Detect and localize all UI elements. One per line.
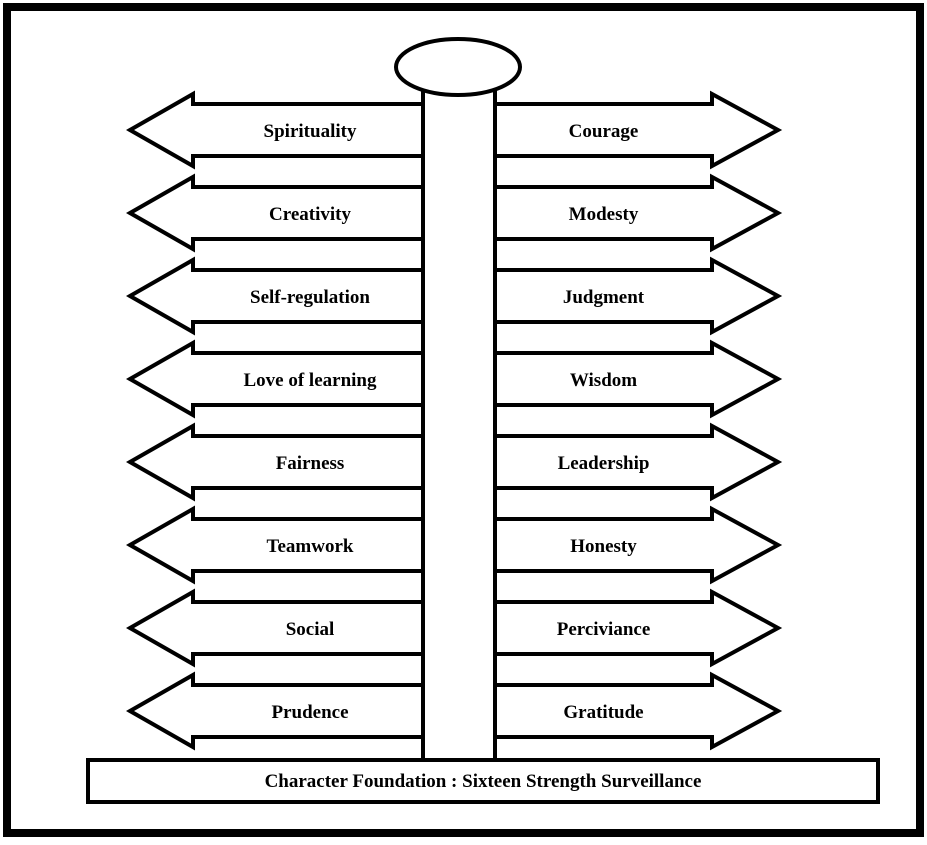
foundation-base [86, 758, 880, 804]
right-arrow-label-judgment: Judgment [563, 287, 645, 308]
left-arrow-label-teamwork: Teamwork [267, 536, 354, 557]
right-arrow-label-courage: Courage [569, 121, 639, 142]
foundation-label: Character Foundation : Sixteen Strength … [265, 771, 702, 792]
left-arrow-label-self-regulation: Self-regulation [250, 287, 370, 308]
left-arrow-label-creativity: Creativity [269, 204, 351, 225]
right-arrow-label-gratitude: Gratitude [563, 702, 643, 723]
left-arrow-label-social: Social [286, 619, 335, 640]
outer-frame [3, 3, 924, 837]
left-arrow-social [125, 588, 425, 668]
right-arrow-label-perciviance: Perciviance [557, 619, 651, 640]
right-arrows-group: CourageModestyJudgmentWisdomLeadershipHo… [493, 90, 783, 751]
left-arrow-label-prudence: Prudence [271, 702, 348, 723]
left-arrow-label-love-of-learning: Love of learning [244, 370, 377, 391]
left-arrows-group: SpiritualityCreativitySelf-regulationLov… [125, 90, 425, 751]
right-arrow-label-modesty: Modesty [569, 204, 639, 225]
pole-top-knob [394, 37, 522, 97]
right-arrow-label-honesty: Honesty [570, 536, 637, 557]
left-arrow-label-fairness: Fairness [276, 453, 345, 474]
left-arrow-label-spirituality: Spirituality [264, 121, 357, 142]
right-arrow-label-wisdom: Wisdom [570, 370, 637, 391]
right-arrow-label-leadership: Leadership [558, 453, 650, 474]
central-pole [421, 86, 497, 762]
